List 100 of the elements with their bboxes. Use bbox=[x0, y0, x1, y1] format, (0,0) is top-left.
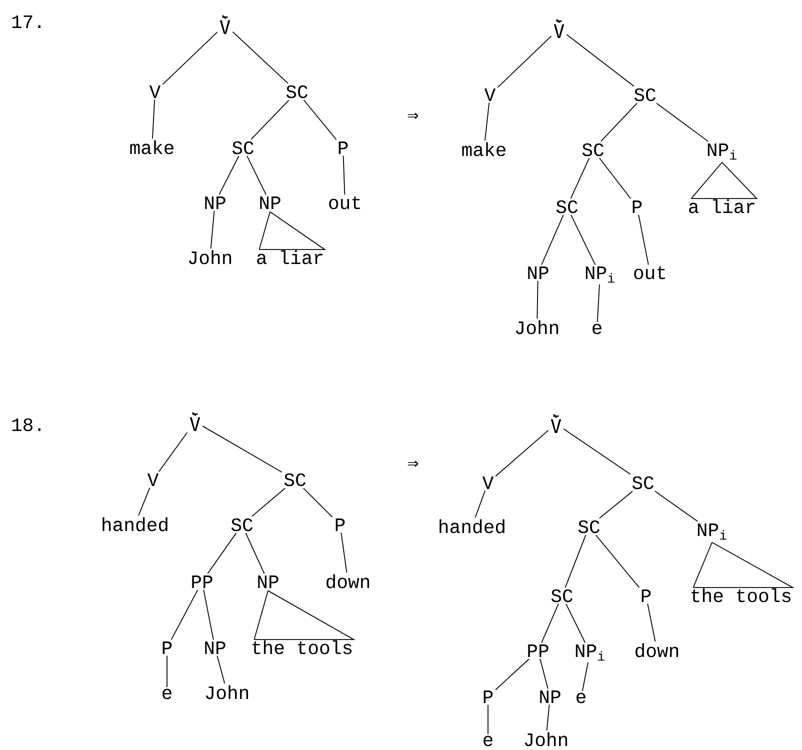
node-label: NP bbox=[205, 642, 226, 654]
node-label: SC bbox=[286, 85, 308, 98]
node-label: SC bbox=[578, 520, 600, 534]
node-label: P bbox=[642, 590, 651, 602]
node-label: P bbox=[484, 690, 493, 703]
node-label: P bbox=[338, 142, 348, 154]
node-label: P bbox=[162, 642, 172, 654]
node-label: handed bbox=[440, 519, 504, 534]
branch-line bbox=[246, 156, 266, 196]
branch-line bbox=[138, 487, 150, 516]
example-number: 17. bbox=[12, 16, 40, 28]
branch-line bbox=[546, 704, 550, 732]
node-label: SC bbox=[582, 143, 604, 156]
branch-line bbox=[258, 211, 270, 250]
branch-line bbox=[216, 655, 226, 684]
branch-line bbox=[596, 284, 600, 323]
node-label: SC bbox=[634, 88, 656, 102]
branch-line bbox=[232, 31, 288, 84]
branch-line bbox=[302, 488, 333, 518]
branch-line bbox=[342, 155, 346, 196]
branch-line bbox=[495, 658, 530, 690]
branch-line bbox=[654, 490, 698, 522]
branch-line bbox=[218, 156, 240, 196]
branch-line bbox=[497, 36, 552, 88]
branch-line bbox=[303, 100, 337, 140]
node-label: John bbox=[206, 685, 248, 700]
node-label: V̄̀ bbox=[554, 19, 564, 38]
node-label: P bbox=[336, 518, 345, 531]
branch-line bbox=[570, 158, 590, 199]
node-label: NP bbox=[258, 576, 278, 588]
branch-line bbox=[166, 655, 168, 688]
derivation-arrow: ⇒ bbox=[408, 460, 418, 467]
branch-line bbox=[484, 102, 490, 142]
node-label: NP bbox=[528, 266, 548, 279]
node-label: a liar bbox=[689, 199, 754, 214]
branch-line bbox=[600, 102, 638, 142]
node-label: NP bbox=[260, 196, 280, 209]
node-label: V̄̀ bbox=[220, 15, 230, 34]
node-label: NP$_{i}$ bbox=[698, 524, 726, 540]
derivation-arrow: ⇒ bbox=[408, 112, 418, 119]
node-label: V bbox=[149, 86, 161, 98]
node-label: NP bbox=[540, 690, 560, 703]
node-label: PP bbox=[192, 576, 212, 588]
node-label: the tools bbox=[692, 588, 791, 602]
branch-line bbox=[638, 214, 649, 266]
node-label: P bbox=[632, 200, 642, 213]
node-label: down bbox=[326, 574, 370, 588]
branch-line bbox=[495, 430, 549, 477]
branch-line bbox=[152, 99, 156, 140]
branch-line bbox=[170, 589, 198, 640]
branch-line bbox=[162, 32, 218, 85]
branch-line bbox=[207, 532, 237, 574]
branch-line bbox=[564, 534, 586, 588]
node-label: V bbox=[147, 474, 159, 486]
branch-line bbox=[541, 604, 559, 644]
branch-line bbox=[202, 426, 282, 473]
branch-line bbox=[566, 34, 634, 87]
node-label: NP$_{i}$ bbox=[708, 144, 736, 160]
branch-line bbox=[250, 100, 290, 140]
branch-line bbox=[245, 532, 265, 574]
example-number: 18. bbox=[12, 418, 40, 432]
node-label: SC bbox=[632, 476, 654, 490]
branch-line bbox=[540, 658, 548, 690]
node-label: PP bbox=[528, 644, 548, 657]
branch-line bbox=[252, 488, 286, 517]
branch-line bbox=[566, 604, 586, 644]
branch-line bbox=[536, 280, 538, 320]
node-label: a liar bbox=[257, 250, 322, 264]
node-label: make bbox=[462, 142, 506, 156]
node-label: e bbox=[484, 736, 492, 746]
branch-line bbox=[595, 534, 640, 588]
node-label: SC bbox=[284, 473, 306, 486]
node-label: out bbox=[329, 196, 360, 210]
branch-line bbox=[690, 162, 722, 200]
node-label: e bbox=[576, 692, 586, 704]
node-label: handed bbox=[102, 517, 168, 532]
node-label: John bbox=[524, 732, 568, 746]
node-label: John bbox=[516, 320, 558, 334]
branch-line bbox=[210, 210, 215, 250]
node-label: the tools bbox=[252, 640, 352, 654]
node-label: e bbox=[162, 688, 172, 700]
node-label: John bbox=[188, 250, 232, 264]
node-label: e bbox=[592, 324, 602, 334]
branch-line bbox=[158, 432, 188, 472]
node-label: SC bbox=[551, 589, 573, 602]
branch-line bbox=[598, 490, 634, 519]
node-label: NP$_{i}$ bbox=[586, 266, 614, 283]
node-label: make bbox=[130, 140, 174, 154]
branch-line bbox=[340, 532, 348, 574]
branch-line bbox=[692, 542, 712, 588]
branch-line bbox=[203, 589, 214, 640]
node-label: down bbox=[636, 643, 678, 658]
branch-line bbox=[656, 102, 709, 142]
branch-line bbox=[570, 214, 596, 266]
node-label: V bbox=[482, 476, 494, 489]
branch-line bbox=[647, 603, 656, 642]
branch-line bbox=[254, 590, 268, 640]
node-label: NP$_{i}$ bbox=[576, 644, 604, 661]
branch-line bbox=[541, 214, 564, 266]
node-label: V̄̀ bbox=[190, 412, 200, 431]
